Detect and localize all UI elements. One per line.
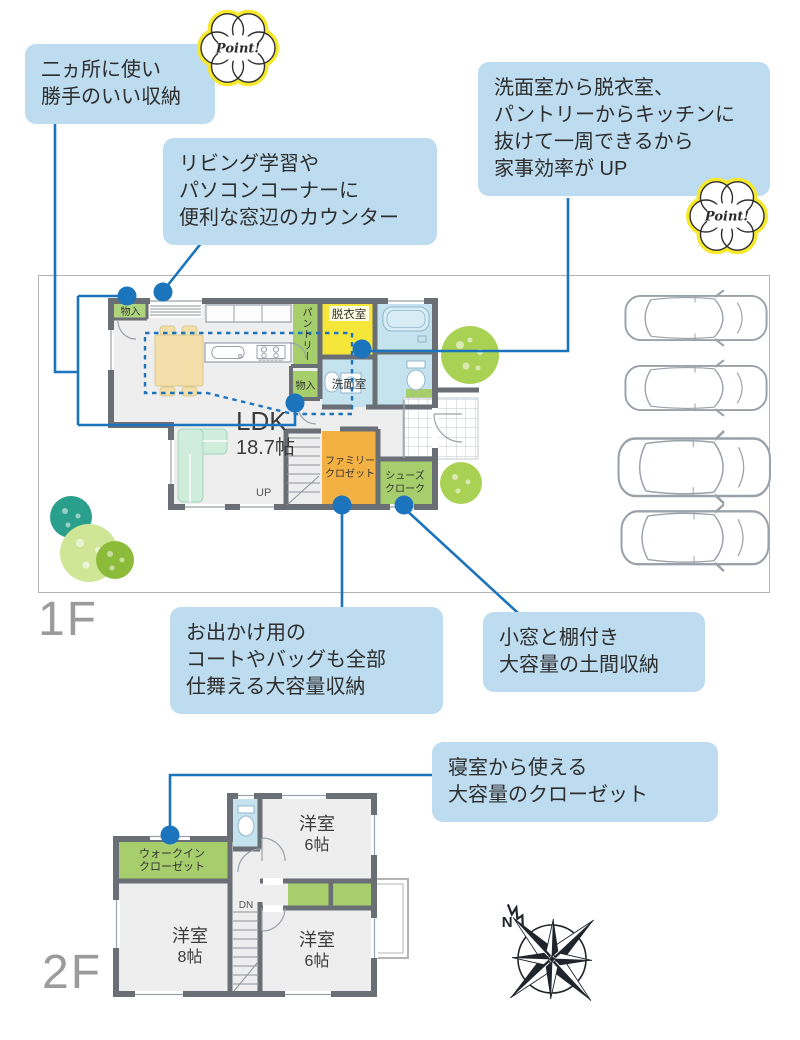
- room-label-family-closet-2: クロゼット: [325, 468, 375, 480]
- connector-dot: [117, 286, 137, 306]
- callout-bedroom-closet: 寝室から使える 大容量のクローゼット: [432, 742, 718, 822]
- circulation-route-dashed: [143, 331, 354, 416]
- stairs-up-label: UP: [256, 487, 271, 499]
- room-label-bedroom6-bottom-size: 6帖: [305, 952, 330, 970]
- kitchen-counter: [204, 342, 292, 363]
- room-label-wic-2: クローゼット: [139, 860, 205, 873]
- bathtub: [382, 306, 430, 343]
- room-label-wic-1: ウォークイン: [139, 847, 205, 860]
- room-family-closet: [322, 431, 378, 505]
- room-label-shoe-cloak-1: シューズ: [385, 469, 425, 482]
- window-counter-desk: [149, 303, 202, 318]
- room-closet-a: [114, 303, 147, 319]
- windows-1f: [108, 298, 438, 510]
- car-icon: [617, 429, 772, 505]
- sofa: [177, 428, 228, 503]
- toilet-fixture-1f: [406, 360, 426, 391]
- room-label-bedroom6-bottom: 洋室: [299, 930, 335, 950]
- stairs-down-label: DN: [239, 900, 253, 911]
- room-label-bedroom6-top: 洋室: [299, 814, 335, 834]
- dining-table: [154, 325, 204, 397]
- point-label: Point!: [215, 42, 260, 57]
- car-icon: [624, 289, 768, 347]
- compass-rose-icon: N: [502, 903, 594, 1001]
- stairs-1f: [286, 437, 320, 506]
- tree-icon: [96, 541, 134, 579]
- connector-dots: [117, 282, 414, 845]
- north-arrow-icon: [506, 903, 524, 927]
- tree-icon: [441, 326, 499, 384]
- room-label-closet-b: 物入: [296, 379, 316, 392]
- callout-circulation: 洗面室から脱衣室、 パントリーからキッチンに 抜けて一周できるから 家事効率が …: [478, 62, 770, 196]
- toilet-fixture-2f: [237, 805, 255, 837]
- car-icon: [620, 503, 770, 573]
- compass-north-label: N: [502, 914, 513, 931]
- connector-window-counter: [162, 236, 208, 291]
- stairs-2f: [233, 911, 259, 992]
- point-flower-icon: Point!: [686, 177, 768, 255]
- floor-label-1f: 1F: [38, 593, 99, 646]
- connector-wic: [168, 773, 433, 828]
- room-label-bedroom8-size: 8帖: [178, 948, 203, 966]
- callout-family-closet: お出かけ用の コートやバッグも全部 仕舞える大容量収納: [170, 607, 443, 714]
- point-label: Point!: [704, 210, 749, 225]
- connector-dot: [332, 495, 352, 515]
- room-wic: [116, 839, 229, 879]
- room-label-ldk-size: 18.7帖: [236, 436, 295, 459]
- room-label-bedroom6-top-size: 6帖: [305, 836, 330, 854]
- room-label-shoe-cloak-2: クローク: [385, 483, 425, 495]
- washstand-and-washer: [324, 371, 362, 394]
- car-icon: [624, 359, 768, 417]
- connector-dot: [285, 393, 305, 413]
- connector-circulation: [368, 198, 570, 353]
- balcony: [374, 878, 409, 959]
- connector-dot: [394, 495, 414, 515]
- kitchen-cabinets: [205, 304, 292, 323]
- room-label-washroom: 洗面室: [332, 377, 367, 391]
- room-label-family-closet-1: ファミリー: [325, 456, 375, 467]
- room-label-dressing: 脱衣室: [332, 307, 367, 321]
- room-label-bedroom8: 洋室: [172, 926, 208, 946]
- room-label-pantry: パントリー: [300, 307, 311, 362]
- connector-doma: [403, 507, 519, 614]
- door-arcs-2f: [237, 837, 286, 932]
- connector-dot: [160, 825, 180, 845]
- room-pantry: [293, 303, 320, 367]
- floor-plan-1f: 物入 物入 脱衣室 洗面室 LDK 18.7帖 UP ファミリー クロゼット シ…: [38, 275, 772, 593]
- room-closet-2f-b: [334, 882, 374, 908]
- callout-two-storages: 二ヵ所に使い 勝手のいい収納: [25, 44, 215, 124]
- room-closet-2f-a: [288, 882, 331, 908]
- callout-doma-storage: 小窓と棚付き 大容量の土間収納: [483, 612, 705, 692]
- point-flower-icon: Point!: [197, 9, 279, 87]
- floor-plan-2f: ウォークイン クローゼット 洋室 6帖 洋室 8帖 洋室 6帖 DN: [113, 792, 409, 998]
- room-label-closet-a: 物入: [121, 305, 141, 318]
- trees: [50, 326, 499, 582]
- floor-label-2f: 2F: [42, 946, 103, 999]
- room-entry-shelf: [406, 389, 433, 400]
- connector-dot: [352, 339, 372, 359]
- callout-window-counter: リビング学習や パソコンコーナーに 便利な窓辺のカウンター: [163, 138, 437, 245]
- tree-icon: [440, 462, 482, 504]
- callout-connectors: [53, 120, 570, 828]
- connector-two-storages: [53, 120, 297, 427]
- connector-dot: [153, 282, 173, 302]
